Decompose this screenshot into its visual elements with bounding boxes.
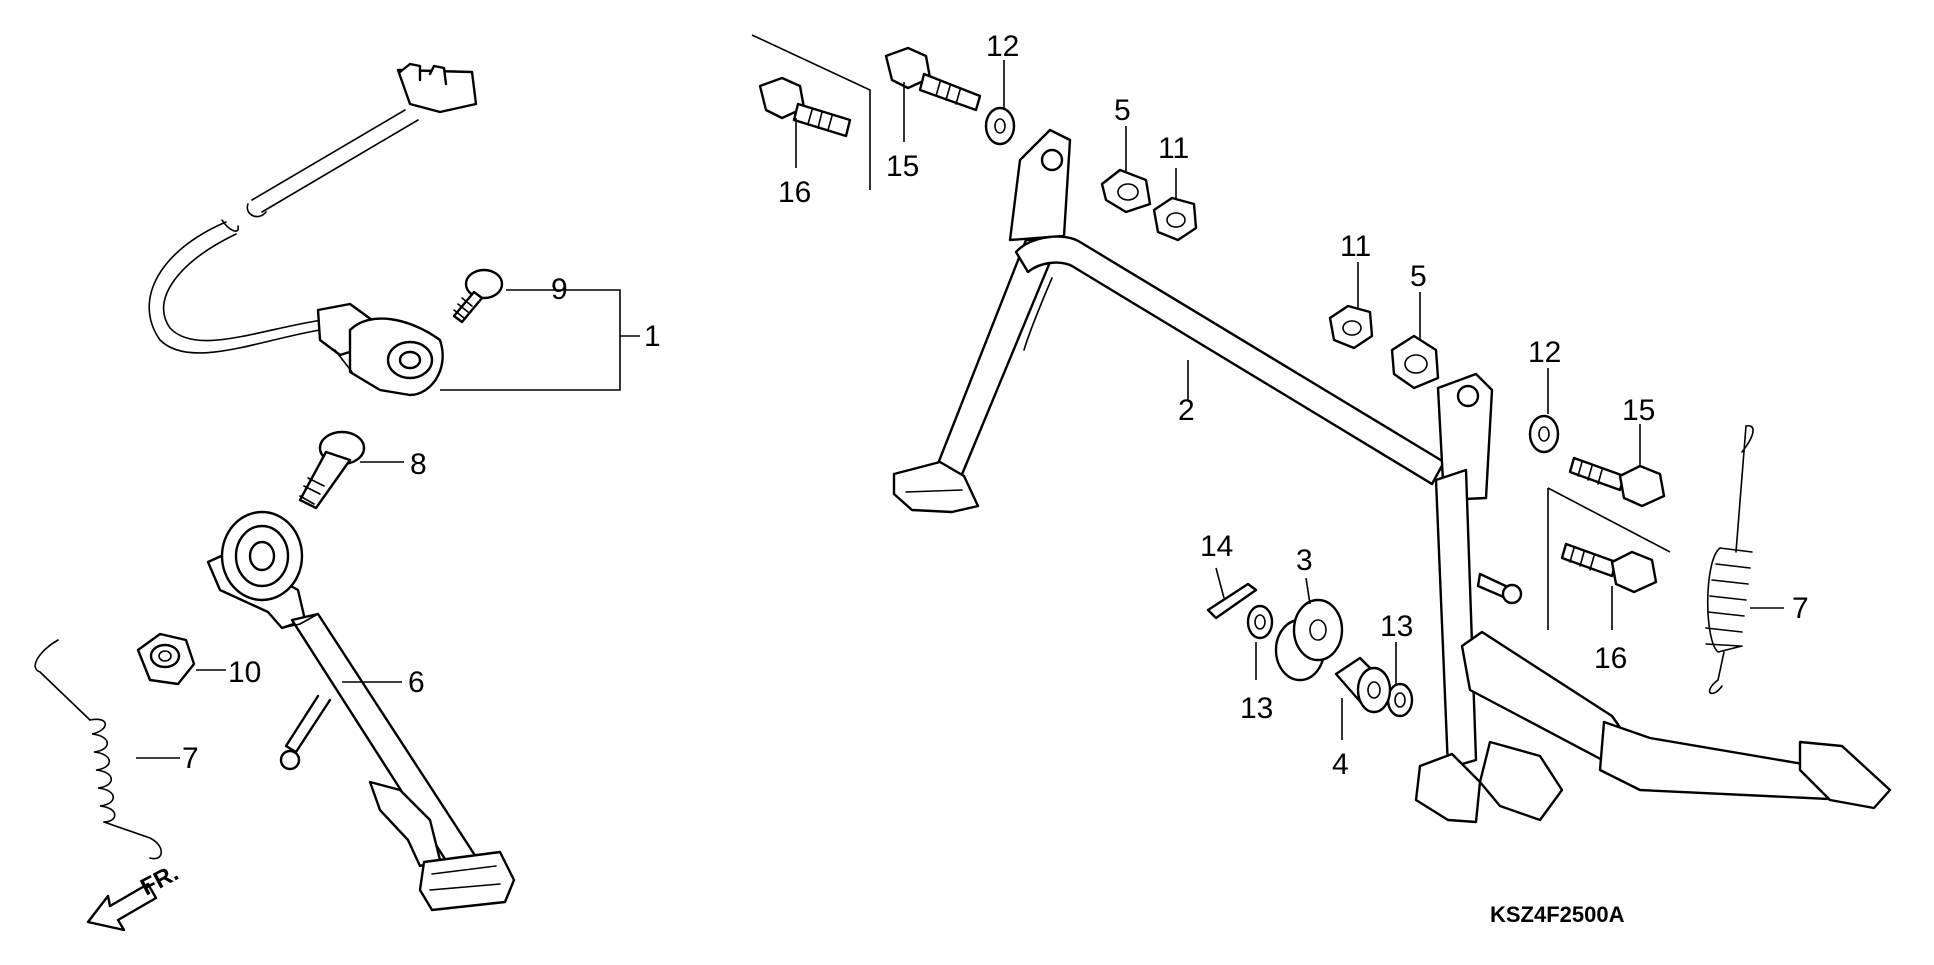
section-lines [751,34,1671,630]
callout-11-top: 11 [1158,132,1189,165]
bolt-16-right [1560,542,1658,594]
washer-12-right [1528,414,1560,454]
washer-13-left [1246,604,1274,640]
callout-1: 1 [644,320,661,353]
callout-9: 9 [551,273,568,306]
callout-16-top: 16 [778,176,811,209]
main-stand [892,128,1892,824]
callout-12-top: 12 [986,30,1019,63]
nut-11-right [1328,304,1374,350]
callout-4: 4 [1332,748,1349,781]
callout-16-right: 16 [1594,642,1627,675]
callout-5-top: 5 [1114,94,1131,127]
cotter-pin-14 [1206,582,1258,620]
callout-2: 2 [1178,394,1195,427]
callout-11-right: 11 [1340,230,1371,263]
callout-8: 8 [410,448,427,481]
bolt-16-top [758,76,852,138]
front-direction-arrow: FR. [86,859,183,932]
roller-3 [1274,598,1344,682]
callout-7-left: 7 [182,742,199,775]
callout-3: 3 [1296,544,1313,577]
collar-4 [1334,656,1392,714]
callout-labels: 1 9 8 10 6 7 16 15 12 5 11 11 5 2 12 15 … [182,30,1809,781]
washer-12-top [984,106,1016,146]
spring-7-left [34,639,163,860]
collar-5-top [1100,168,1152,214]
callout-15-right: 15 [1622,394,1655,427]
leader-lines [136,60,1784,759]
spring-7-right [1705,425,1754,695]
callout-15-top: 15 [886,150,919,183]
callout-6: 6 [408,666,425,699]
collar-5-right [1390,334,1440,390]
nut-11-top [1152,196,1198,242]
nut-10 [136,632,196,686]
callout-7-right: 7 [1792,592,1809,625]
callout-5-right: 5 [1410,260,1427,293]
callout-10: 10 [228,656,261,689]
side-stand [206,510,516,912]
callout-14: 14 [1200,530,1233,563]
bolt-8 [298,430,366,510]
callout-13-left: 13 [1240,692,1273,725]
screw-9 [452,268,504,324]
bolt-15-right [1568,456,1666,508]
side-stand-switch [148,62,478,397]
washer-13-right [1386,682,1414,718]
bolt-15-top [884,46,982,112]
diagram-code: KSZ4F2500A [1490,902,1625,927]
callout-13-right: 13 [1380,610,1413,643]
callout-12-right: 12 [1528,336,1561,369]
